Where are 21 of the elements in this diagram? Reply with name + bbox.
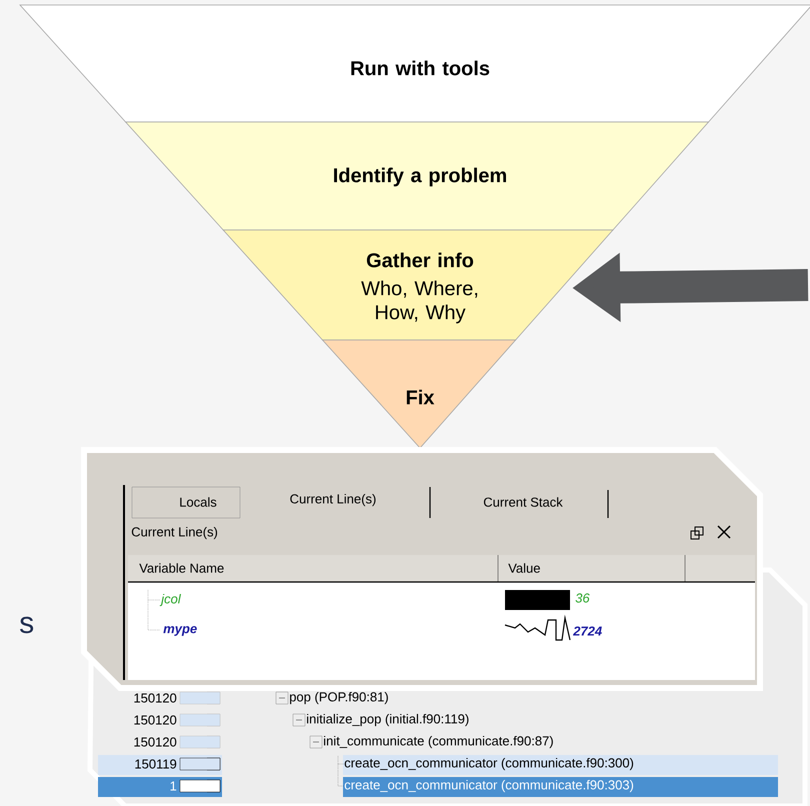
sample-count: 150120 bbox=[134, 715, 176, 725]
tab-label: Current Line(s) bbox=[290, 494, 376, 506]
variable-value: 2724 bbox=[573, 626, 602, 636]
call-tree-entry: initialize_pop (initial.f90:119) bbox=[307, 714, 468, 726]
sample-count: 1 bbox=[170, 782, 176, 790]
column-header: Value bbox=[508, 563, 540, 573]
tab-label: Current Stack bbox=[484, 497, 563, 507]
variable-name: jcol bbox=[160, 594, 181, 606]
variable-name: mype bbox=[163, 626, 197, 636]
sample-count: 150120 bbox=[134, 693, 176, 703]
tab-label: Locals bbox=[180, 497, 216, 507]
cut-off-text: s bbox=[20, 616, 34, 634]
sample-count: 150119 bbox=[135, 759, 176, 769]
sample-count: 150120 bbox=[134, 737, 176, 747]
call-tree-entry: create_ocn_communicator (communicate.f90:303) bbox=[344, 780, 634, 792]
call-tree-entry: create_ocn_communicator (communicate.f90:300) bbox=[344, 758, 634, 770]
call-tree-entry: pop (POP.f90:81) bbox=[290, 692, 388, 704]
panel-title: Current Line(s) bbox=[132, 526, 218, 540]
variable-value: 36 bbox=[576, 593, 590, 603]
call-tree-entry: init_communicate (communicate.f90:87) bbox=[324, 736, 553, 748]
column-header: Variable Name bbox=[139, 563, 224, 573]
